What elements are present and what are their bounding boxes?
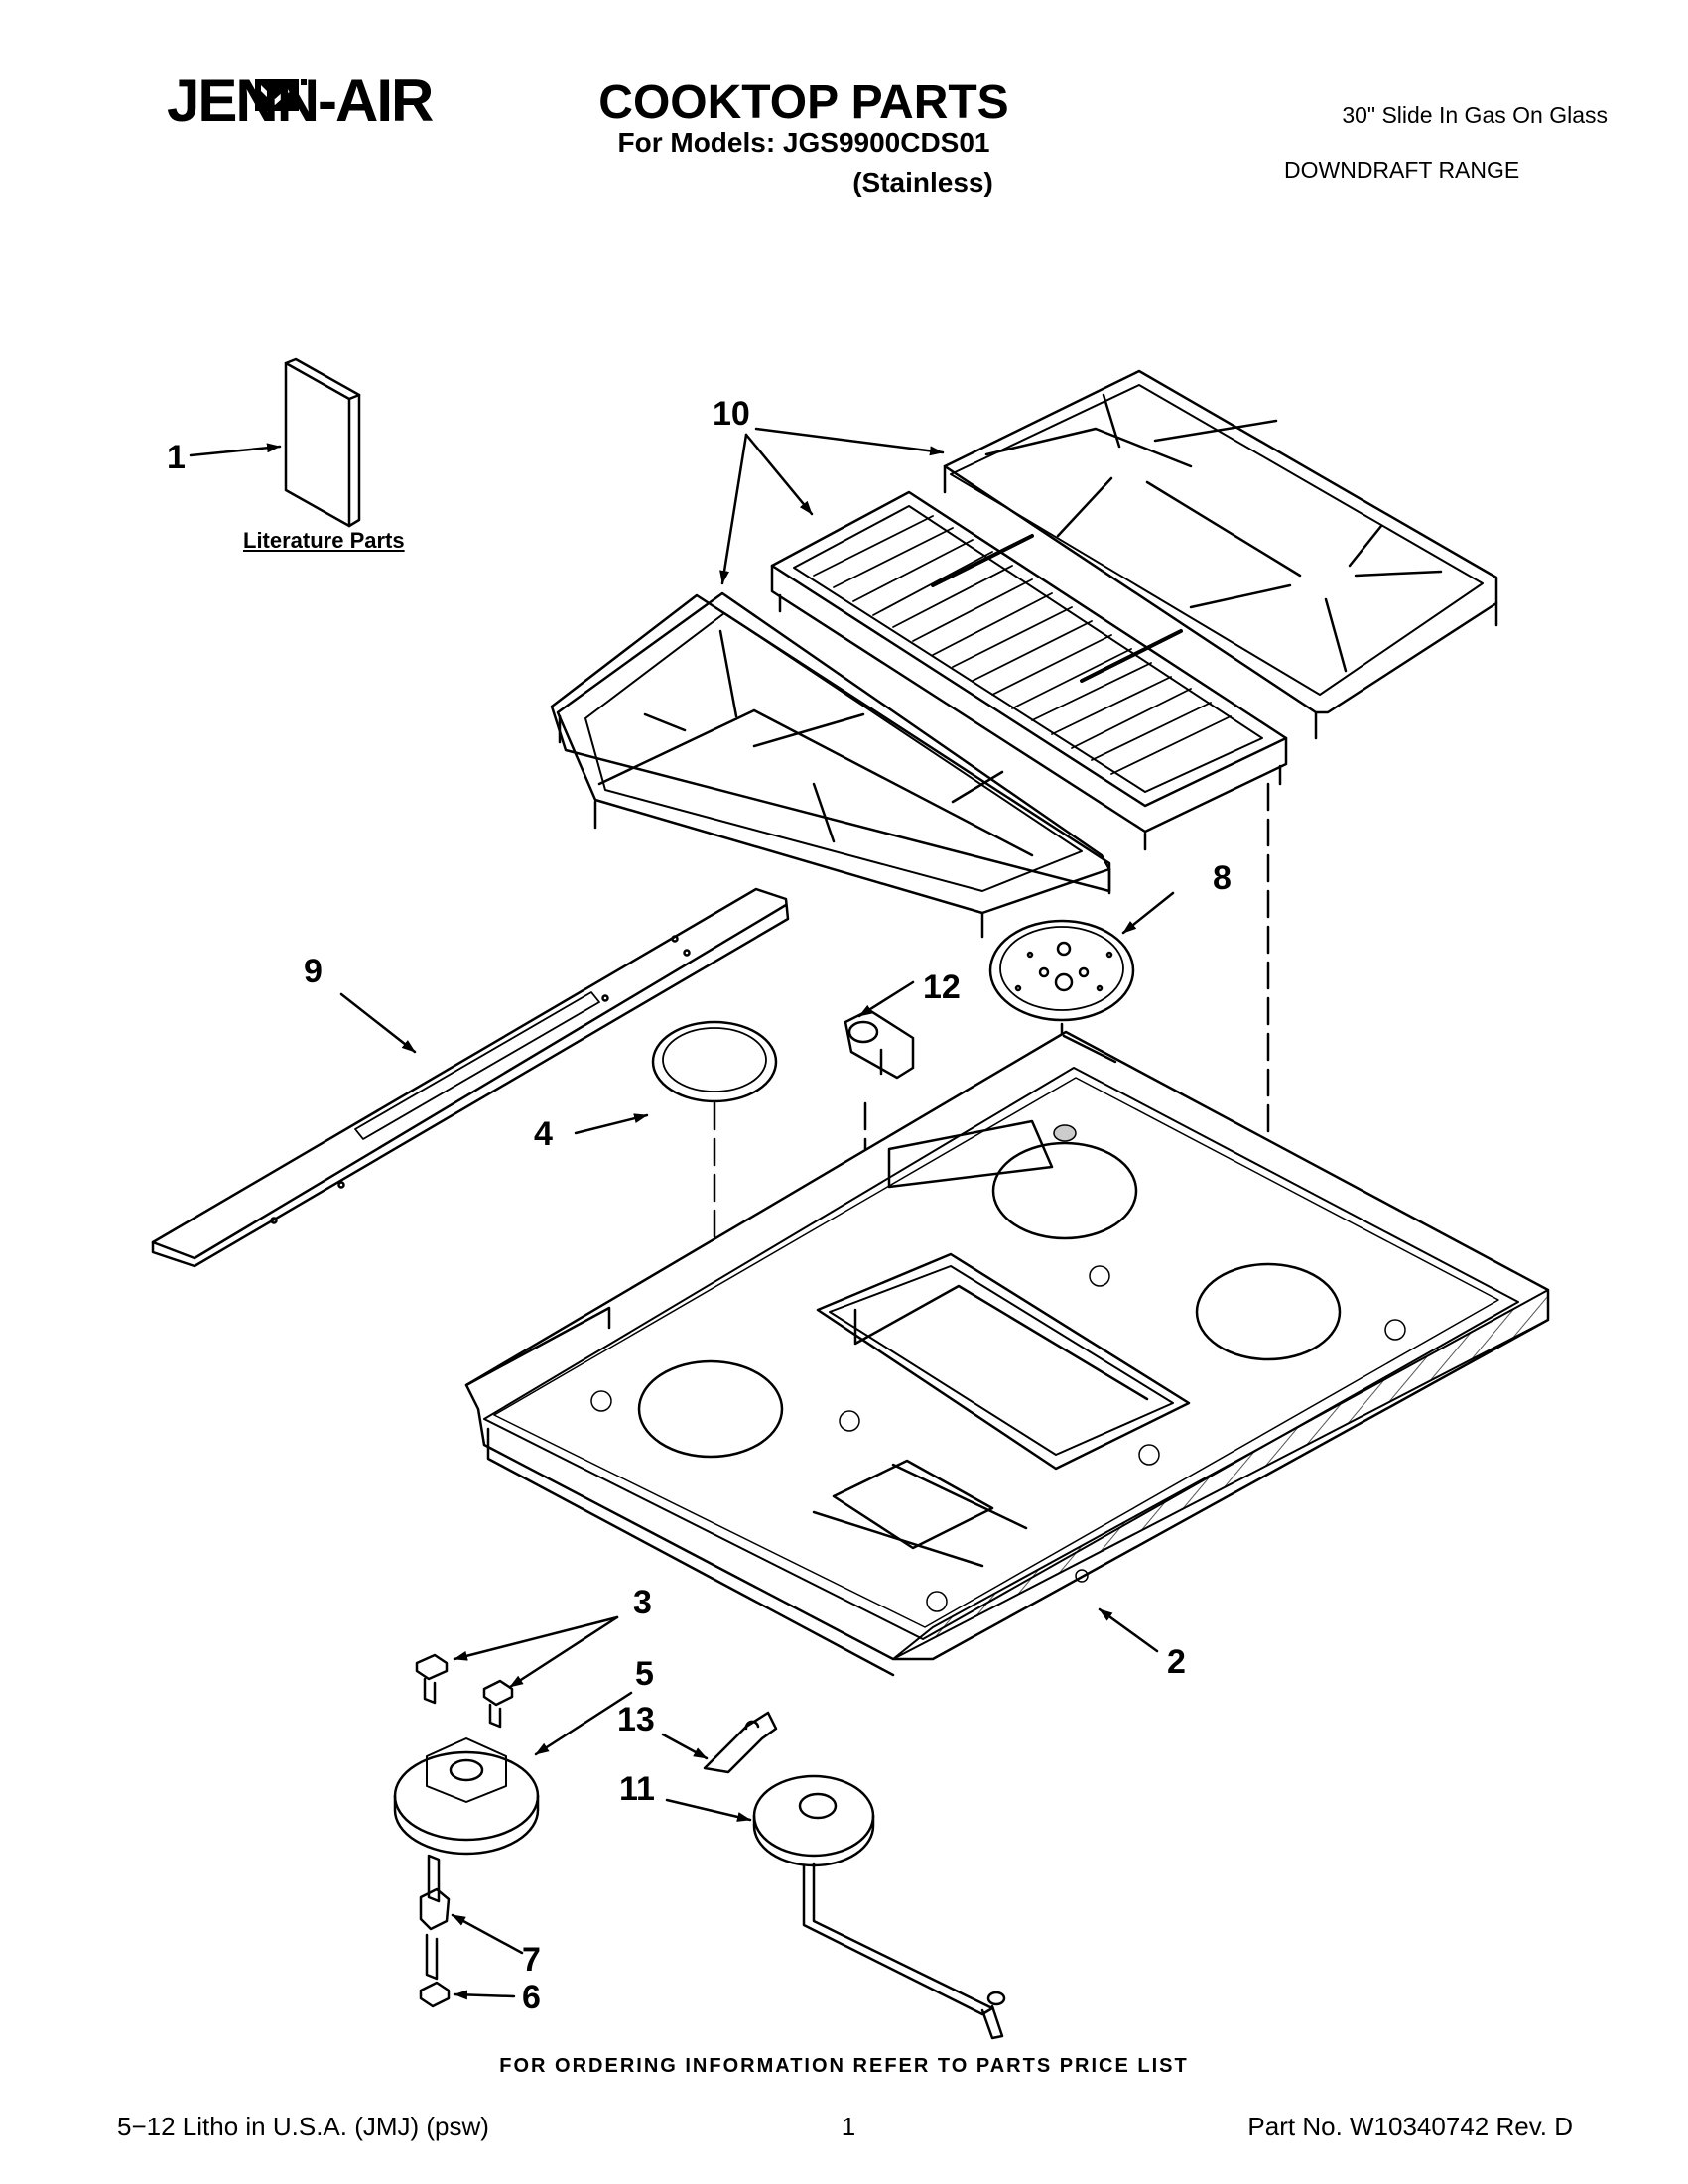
leader-3b (508, 1615, 619, 1689)
leader-2 (1098, 1607, 1159, 1653)
spark-igniter (419, 1854, 451, 1981)
callout-1: 1 (167, 439, 186, 476)
mounting-screw-b (482, 1679, 514, 1729)
leader-11 (665, 1798, 752, 1822)
leader-6 (453, 1990, 516, 2000)
igniter-clip (844, 1008, 915, 1080)
leader-3a (453, 1615, 619, 1661)
callout-5: 5 (635, 1655, 654, 1693)
control-panel-trim (151, 887, 790, 1268)
leader-8 (1121, 891, 1175, 935)
left-burner-grate (550, 591, 1111, 939)
callout-13: 13 (617, 1701, 655, 1738)
leader-10a (719, 433, 748, 585)
ordering-info: FOR ORDERING INFORMATION REFER TO PARTS … (499, 2055, 1189, 2077)
leader-12 (857, 980, 915, 1018)
model-finish: (Stainless) (852, 167, 993, 197)
callout-11: 11 (619, 1770, 655, 1808)
brand-logo-text: JENN-AIR (167, 67, 434, 134)
center-grill-grate (770, 490, 1288, 851)
print-info: 5−12 Litho in U.S.A. (JMJ) (psw) (117, 2112, 489, 2141)
igniter-screw (419, 1981, 451, 2008)
callout-9: 9 (304, 953, 323, 990)
leader-1 (189, 443, 282, 457)
leader-9 (339, 992, 417, 1054)
callout-2: 2 (1167, 1643, 1186, 1681)
mounting-screw-a (415, 1653, 449, 1705)
burner-assembly-with-tube (752, 1774, 1006, 2040)
leader-7 (451, 1913, 524, 1955)
callout-3: 3 (633, 1584, 652, 1621)
burner-bracket (703, 1711, 778, 1774)
right-burner-grate (943, 369, 1498, 740)
burner-ring-gasket (651, 1020, 778, 1103)
product-description: 30" Slide In Gas On Glass (1342, 102, 1608, 128)
callout-10: 10 (713, 395, 750, 433)
main-cooktop-glass (464, 1030, 1550, 1677)
leader-10b (744, 433, 814, 516)
page-title: COOKTOP PARTS (598, 76, 1009, 129)
literature-booklet (284, 357, 361, 528)
callout-6: 6 (522, 1979, 541, 2016)
literature-parts-label: Literature Parts (243, 528, 405, 553)
brand-logo-mark (255, 79, 307, 111)
callout-4: 4 (534, 1115, 553, 1153)
leader-10c (754, 427, 945, 456)
callout-12: 12 (923, 968, 961, 1006)
model-number: For Models: JGS9900CDS01 (617, 127, 990, 158)
callout-8: 8 (1213, 859, 1232, 897)
callout-7: 7 (522, 1941, 541, 1979)
part-number: Part No. W10340742 Rev. D (1247, 2112, 1573, 2141)
leader-5 (534, 1691, 633, 1756)
product-type: DOWNDRAFT RANGE (1284, 157, 1520, 183)
leader-4 (574, 1113, 649, 1135)
page-number: 1 (841, 2112, 856, 2141)
burner-cap (988, 919, 1135, 1022)
leader-13 (661, 1733, 709, 1760)
burner-base (393, 1737, 540, 1856)
